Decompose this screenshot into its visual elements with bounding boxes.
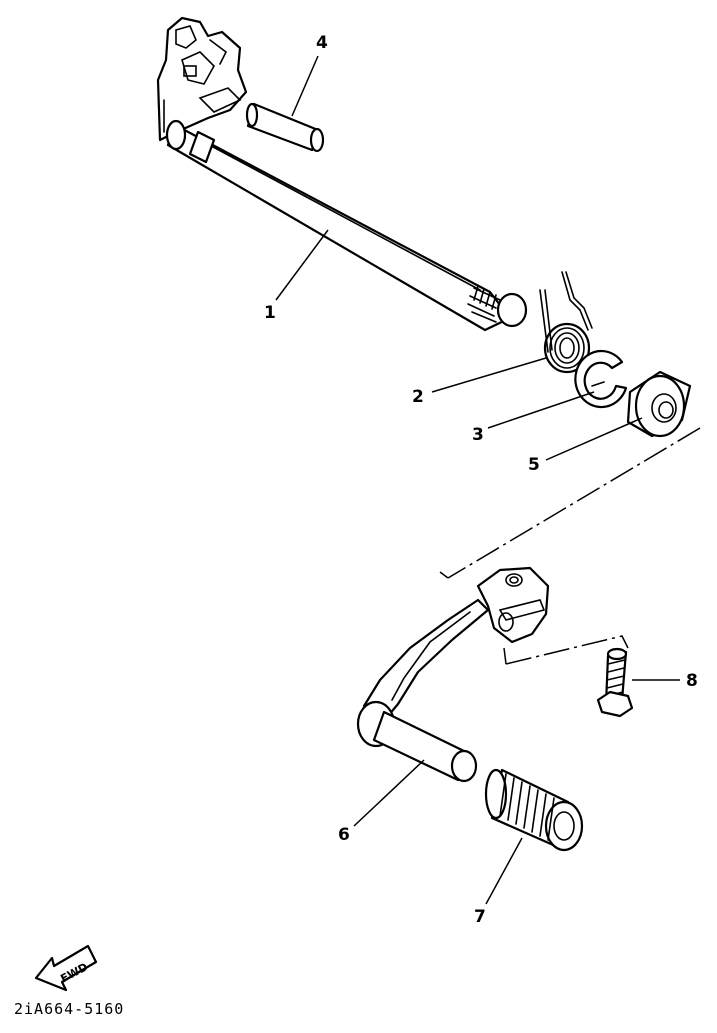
callout-3: 3 [472,425,484,445]
callout-1: 1 [264,303,276,323]
part-3-circlip [574,349,628,409]
part-6-shift-pedal [356,566,550,783]
assembly-centerline [439,427,701,665]
callout-2: 2 [412,387,424,407]
catalog-code: 2iA664-5160 [14,1000,125,1018]
part-7-rubber-footrest [484,768,584,852]
callout-6: 6 [338,825,350,845]
callout-7: 7 [474,907,486,927]
callout-5: 5 [528,455,540,475]
callout-4: 4 [316,33,328,53]
callout-8: 8 [686,671,698,691]
part-1-shift-shaft [156,16,528,332]
part-2-torsion-spring [539,271,593,374]
part-5-oil-seal [626,370,692,438]
fwd-arrow-icon: FWD [34,944,98,992]
part-8-bolt [596,647,634,718]
part-4-pin [245,102,325,153]
leader-lines [275,55,680,905]
